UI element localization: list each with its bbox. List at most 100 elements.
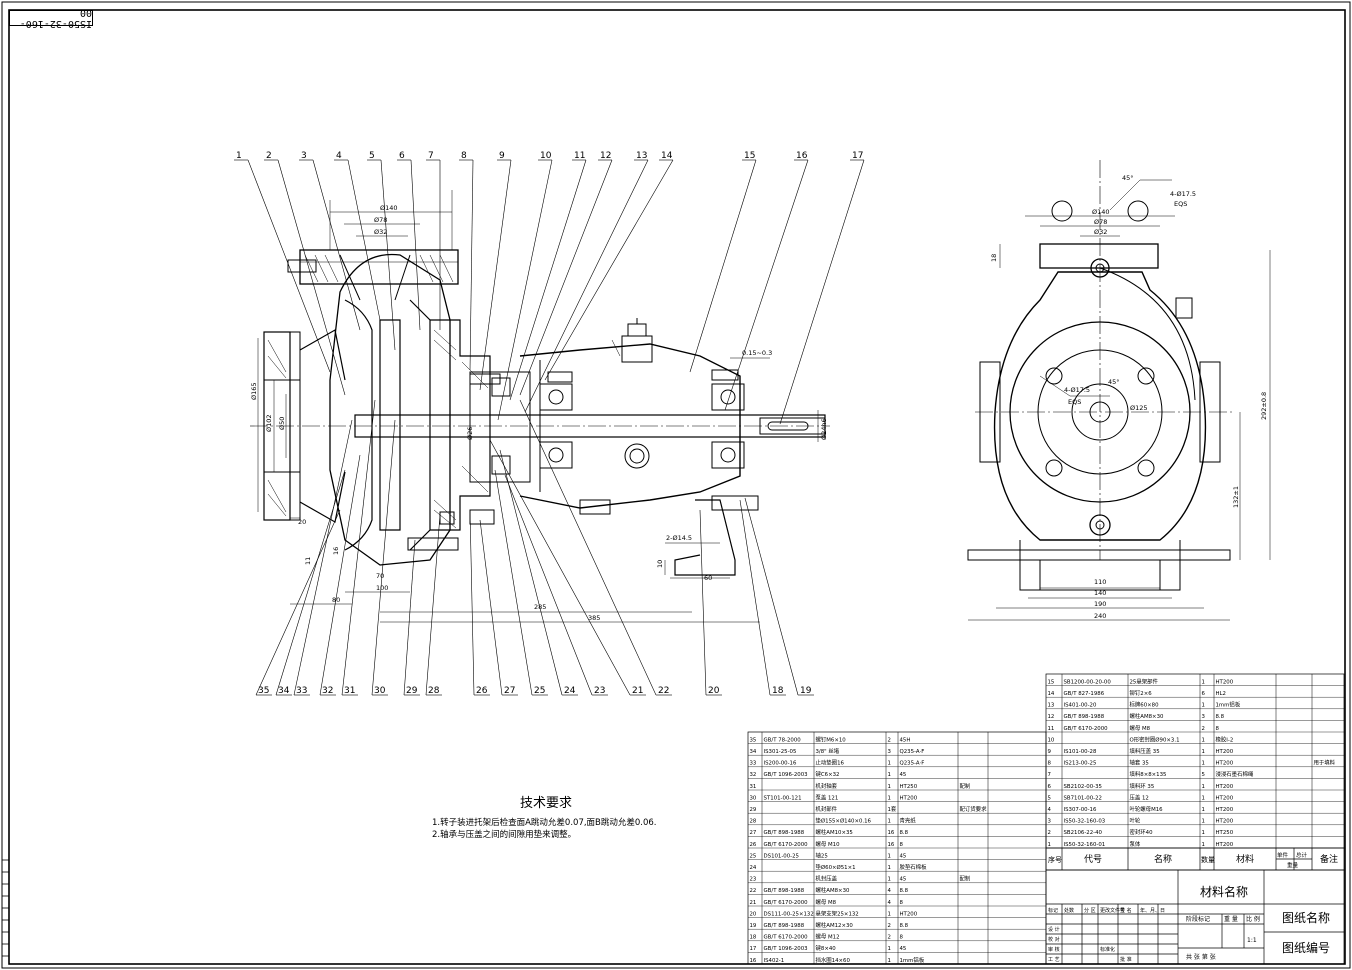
bom-cell: HT200 <box>900 795 918 801</box>
dim-16: 16 <box>332 547 340 555</box>
dim-240: 240 <box>1094 612 1106 620</box>
revision-header: 分 区 <box>1084 907 1096 914</box>
bom-cell: IS301-25-05 <box>764 749 797 755</box>
bom-cell: 28 <box>750 819 757 825</box>
technical-requirements: 技术要求 1.转子装进托架后检查面A跳动允差0.07,面B跳动允差0.06. 2… <box>432 792 732 841</box>
callout-top-leader <box>247 159 331 373</box>
dim-holes: 2-Ø14.5 <box>666 534 692 542</box>
bom-cell: 3 <box>1048 819 1051 825</box>
hdr-weight: 重量 <box>1287 861 1299 869</box>
dim-385: 385 <box>588 614 600 622</box>
dim-d102: Ø102 <box>265 414 273 432</box>
bom-cell: 垫Ø60×Ø51×1 <box>816 863 856 871</box>
callout-bottom-label: 18 <box>772 686 784 696</box>
callout-top-leader <box>277 159 346 396</box>
revision-header: 标记 <box>1048 907 1058 914</box>
bom-cell: 1 <box>888 946 891 952</box>
bom-cell: 4 <box>888 888 892 894</box>
callout-top-label: 9 <box>499 151 505 161</box>
callout-bottom-label: 21 <box>632 686 643 696</box>
bom-cell: 32 <box>750 772 757 778</box>
callout-bottom-leader <box>469 509 475 696</box>
bom-cell: 6 <box>1048 784 1052 790</box>
dim-80: 80 <box>332 596 340 604</box>
bom-cell: 30 <box>750 795 757 801</box>
role-label: 校 对 <box>1048 936 1060 943</box>
callout-top-leader <box>724 159 809 411</box>
bom-cell: 45 <box>900 877 907 883</box>
callout-top-leader <box>689 159 757 373</box>
dim-100: 100 <box>376 584 388 592</box>
callout-top-label: 14 <box>661 151 673 161</box>
callout-bottom-leader <box>489 439 631 696</box>
callout-bottom-leader <box>403 539 416 696</box>
callout-bottom-label: 23 <box>594 686 605 696</box>
bom-cell: ST101-00-121 <box>764 795 802 801</box>
bom-cell: 铆钉2×6 <box>1130 689 1153 697</box>
bom-cell: 14 <box>1048 691 1055 697</box>
bom-cell: 11 <box>1048 726 1055 732</box>
callout-bottom-leader <box>744 497 799 696</box>
callout-top-label: 3 <box>301 151 307 161</box>
bom-cell: GB/T 898-1988 <box>764 830 805 836</box>
dim-190: 190 <box>1094 600 1106 608</box>
bom-cell: 浸浸石墨石棉绳 <box>1216 770 1254 778</box>
dim-140: 140 <box>1094 589 1106 597</box>
bom-cell: 螺母 M8 <box>816 898 837 906</box>
bom-cell: 8 <box>900 842 904 848</box>
bom-cell: 17 <box>750 946 757 952</box>
bom-cell: 2 <box>888 935 891 941</box>
callout-top-label: 13 <box>636 151 647 161</box>
bom-cell: GB/T 6170-2000 <box>764 900 809 906</box>
callout-bottom-leader <box>519 399 657 696</box>
bom-cell: 1 <box>888 911 891 917</box>
bom-cell: 螺母 M12 <box>816 933 840 941</box>
callout-leaders-top <box>234 159 865 425</box>
callout-top-label: 15 <box>744 151 755 161</box>
bom-cell: 3 <box>888 749 891 755</box>
bom-cell: IS50-32-160-01 <box>1064 842 1106 848</box>
callout-top-leader <box>524 159 649 413</box>
revision-header: 处数 <box>1064 907 1074 914</box>
bom-cell: 12 <box>1048 714 1055 720</box>
bom-cell: 45H <box>900 737 911 743</box>
callout-bottom-label: 30 <box>374 686 386 696</box>
dim-d125: Ø125 <box>1130 404 1148 412</box>
callout-bottom-label: 29 <box>406 686 418 696</box>
inner-frame <box>8 9 1346 965</box>
callout-top-leader <box>479 159 512 391</box>
callout-bottom-leader <box>504 474 593 696</box>
bom-cell: 配制 <box>960 875 971 883</box>
bom-cell: 10 <box>1048 737 1055 743</box>
bom-cell: 轴25 <box>816 851 828 859</box>
bom-cell: 16 <box>750 958 757 964</box>
drawing-name: 图纸名称 <box>1282 910 1330 925</box>
callout-top-label: 10 <box>540 151 552 161</box>
hdr-total-weight: 总计 <box>1296 851 1308 859</box>
callout-top-leader <box>519 159 613 396</box>
section-view <box>250 249 830 576</box>
bom-cell: 1 <box>888 761 891 767</box>
dim-holes-top: 4-Ø17.5 <box>1170 190 1196 198</box>
bom-cell: GB/T 898-1988 <box>764 888 805 894</box>
bom-cell: 8.8 <box>900 923 909 929</box>
hdr-name: 名称 <box>1154 853 1172 865</box>
bom-cell: 机封部件 <box>816 805 838 813</box>
callout-bottom-label: 35 <box>258 686 269 696</box>
callout-bottom-label: 24 <box>564 686 576 696</box>
bom-cell: 1 <box>888 795 891 801</box>
dim-11: 11 <box>304 557 312 565</box>
callout-top-label: 17 <box>852 151 863 161</box>
bom-cell: HT200 <box>1216 784 1234 790</box>
bom-cell: 3/8" 丝堵 <box>816 747 840 755</box>
hdr-qty: 数量 <box>1201 855 1215 864</box>
callout-bottom-leader <box>699 509 707 696</box>
sheet-count: 共 张 第 张 <box>1186 953 1216 961</box>
dim-d26: Ø26 <box>466 427 474 440</box>
bom-cell: SB1200-00-20-00 <box>1064 679 1112 685</box>
bom-cell: O形密封圈Ø90×3.1 <box>1130 735 1180 743</box>
dim-292: 292±0.8 <box>1260 392 1268 420</box>
